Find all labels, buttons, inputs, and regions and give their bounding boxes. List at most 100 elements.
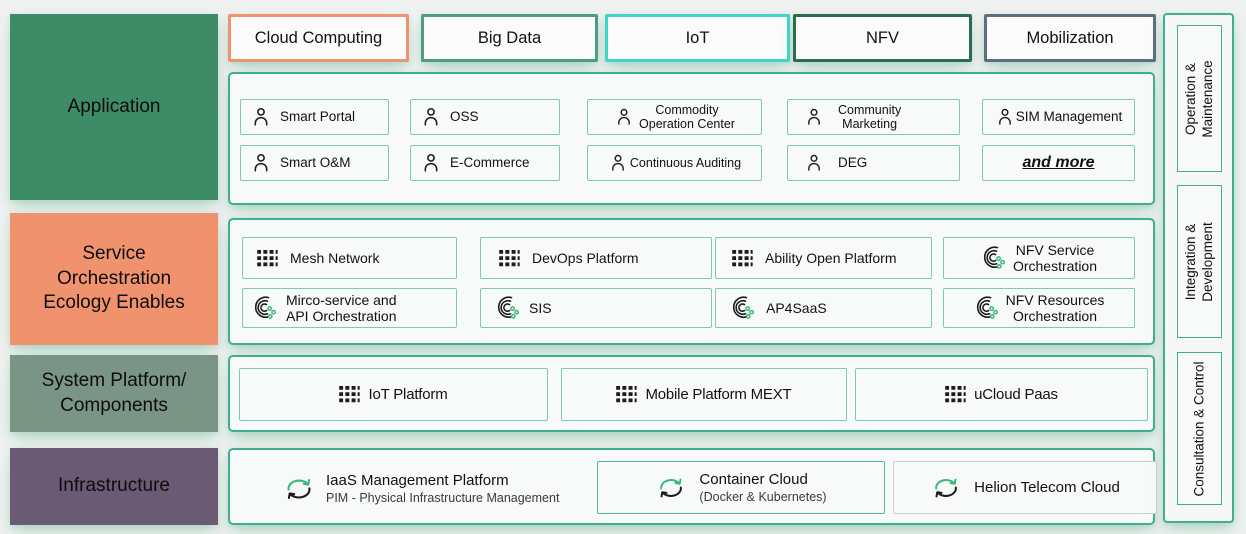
layer-label: Application [67,95,161,117]
service-orchestration-panel: Mesh Network DevOps Platform Ability Ope… [228,218,1155,345]
app-item-deg: DEG [787,145,960,181]
infra-item-title: IaaS Management Platform [326,472,509,489]
app-item-label: Community Marketing [838,102,902,131]
person-icon [804,153,824,173]
sidebar-capabilities: Operation & Maintenance Integration & De… [1163,13,1234,523]
svc-item-nfv-resources-orchestration: NFV Resources Orchestration [943,288,1135,328]
orchestration-icon [981,245,1007,271]
sys-item-iot-platform: IoT Platform [239,368,548,421]
svc-item-label: DevOps Platform [532,249,639,266]
infra-item-subtitle: (Docker & Kubernetes) [699,489,827,504]
infrastructure-panel: IaaS Management Platform PIM - Physical … [228,448,1157,525]
svc-item-label: Ability Open Platform [765,249,897,266]
sidebar-item-label: Consultation & Control [1191,360,1207,497]
sys-item-mobile-platform-mext: Mobile Platform MEXT [561,368,847,421]
person-icon [614,107,634,127]
tab-iot: IoT [605,14,790,62]
app-item-smart-portal: Smart Portal [240,99,389,135]
person-icon [608,153,628,173]
infra-item-title: Helion Telecom Cloud [974,478,1120,496]
app-item-label: and more [1022,153,1095,171]
app-item-and-more: and more [982,145,1135,181]
app-item-e-commerce: E-Commerce [410,145,560,181]
sync-cloud-icon [655,475,687,501]
person-icon [250,152,272,174]
grid-icon [499,250,520,267]
sync-cloud-icon [930,475,962,501]
layer-infrastructure: Infrastructure [10,448,218,525]
svc-item-sis: SIS [480,288,712,328]
tab-label: Mobilization [1026,28,1114,47]
sidebar-item-label: Operation & Maintenance [1182,59,1215,138]
orchestration-icon [495,295,521,321]
application-panel: Smart Portal OSS Commodity Operation Cen… [228,72,1155,205]
sys-item-label: IoT Platform [368,385,448,403]
tab-cloud-computing: Cloud Computing [228,14,409,62]
svc-item-label: Mesh Network [290,249,380,266]
app-item-label: Commodity Operation Center [639,102,735,131]
grid-icon [732,250,753,267]
tab-nfv: NFV [793,14,972,62]
layer-label: System Platform/ Components [41,369,187,416]
tab-mobilization: Mobilization [984,14,1156,62]
grid-icon [945,386,966,403]
app-item-oss: OSS [410,99,560,135]
svc-item-label: Mirco-service and API Orchestration [286,291,397,324]
app-item-label: Smart O&M [280,155,351,171]
orchestration-icon [974,295,1000,321]
infra-item-subtitle: PIM - Physical Infrastructure Management [326,491,560,505]
app-item-label: OSS [450,109,479,125]
svc-item-mesh-network: Mesh Network [242,237,457,279]
app-item-commodity-operation-center: Commodity Operation Center [587,99,762,135]
layer-label: Service Orchestration Ecology Enables [43,242,185,314]
person-icon [420,152,442,174]
infra-item-helion-telecom-cloud: Helion Telecom Cloud [893,461,1157,514]
app-item-label: Smart Portal [280,109,356,125]
orchestration-icon [252,295,278,321]
layer-system-platform: System Platform/ Components [10,355,218,432]
svc-item-devops-platform: DevOps Platform [480,237,712,279]
sidebar-item-operation-maintenance: Operation & Maintenance [1177,25,1222,172]
svc-item-label: SIS [529,299,552,316]
app-item-community-marketing: Community Marketing [787,99,960,135]
svc-item-nfv-service-orchestration: NFV Service Orchestration [943,237,1135,279]
person-icon [420,106,442,128]
tab-label: IoT [685,28,710,47]
app-item-label: E-Commerce [450,155,530,171]
tab-label: NFV [866,28,899,47]
app-item-label: Continuous Auditing [629,155,742,170]
svc-item-label: NFV Service Orchestration [1012,241,1098,274]
sidebar-item-integration-development: Integration & Development [1177,185,1222,338]
svc-item-label: AP4SaaS [766,299,827,316]
svc-item-ap4saas: AP4SaaS [715,288,932,328]
person-icon [250,106,272,128]
tab-big-data: Big Data [421,14,598,62]
system-platform-panel: IoT Platform Mobile Platform MEXT uCloud… [228,355,1155,432]
app-item-smart-om: Smart O&M [240,145,389,181]
sidebar-item-label: Integration & Development [1182,221,1215,302]
sys-item-label: Mobile Platform MEXT [645,385,792,403]
tab-label: Cloud Computing [254,28,383,47]
svc-item-mirco-service-api-orchestration: Mirco-service and API Orchestration [242,288,457,328]
infra-item-title: Container Cloud [699,470,808,488]
infra-item-container-cloud: Container Cloud (Docker & Kubernetes) [597,461,885,514]
app-item-label: SIM Management [1015,109,1123,125]
layer-service-orchestration: Service Orchestration Ecology Enables [10,213,218,345]
layer-label: Infrastructure [58,475,170,497]
sidebar-item-consultation-control: Consultation & Control [1177,352,1222,505]
layer-application: Application [10,14,218,200]
grid-icon [257,250,278,267]
app-item-sim-management: SIM Management [982,99,1135,135]
tab-label: Big Data [477,28,542,47]
person-icon [804,107,824,127]
grid-icon [616,386,637,403]
svc-item-label: NFV Resources Orchestration [1005,291,1105,324]
infra-item-iaas-management-platform: IaaS Management Platform PIM - Physical … [282,460,559,517]
app-item-continuous-auditing: Continuous Auditing [587,145,762,181]
sync-cloud-icon [282,475,316,503]
grid-icon [339,386,360,403]
person-icon [995,107,1015,127]
orchestration-icon [730,295,756,321]
svc-item-ability-open-platform: Ability Open Platform [715,237,932,279]
